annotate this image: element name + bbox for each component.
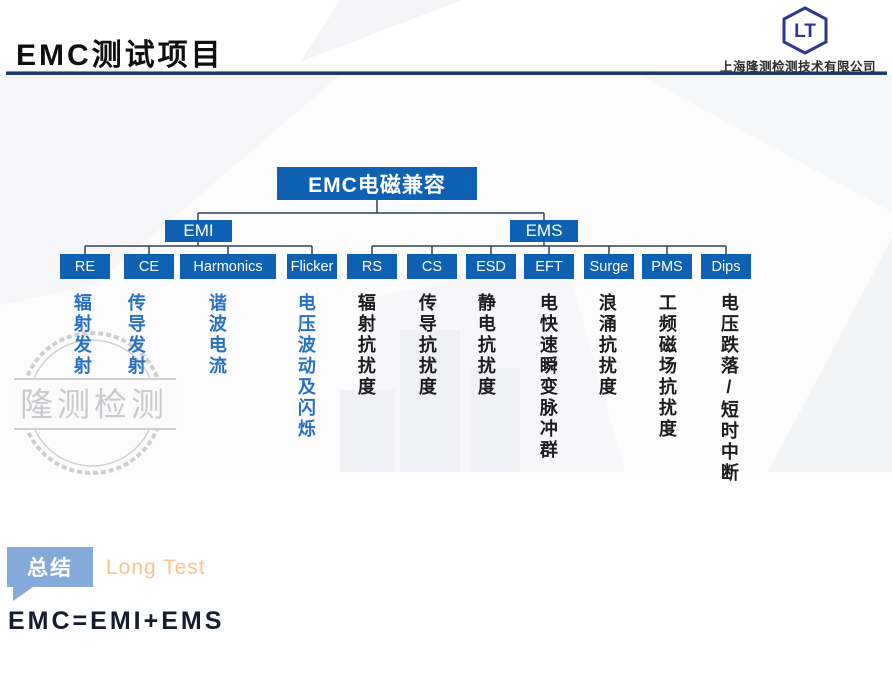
logo-monogram: LT <box>794 21 816 42</box>
summary-formula: EMC=EMI+EMS <box>8 607 225 635</box>
node-emi: EMI <box>165 220 232 242</box>
label-harmonics-cn: 谐波电流 <box>206 293 227 377</box>
node-flicker: Flicker <box>287 254 337 279</box>
brand-text: Long Test <box>106 556 206 579</box>
label-rs-cn: 辐射抗扰度 <box>355 293 376 398</box>
node-pms: PMS <box>642 254 692 279</box>
node-cs: CS <box>407 254 457 279</box>
watermark-text: 隆测检测 <box>20 386 168 423</box>
header-divider <box>6 71 887 75</box>
label-flicker-cn: 电压波动及闪烁 <box>295 293 316 440</box>
page-title: EMC测试项目 <box>16 39 224 72</box>
label-eft-cn: 电快速瞬变脉冲群 <box>537 293 558 461</box>
label-cs-cn: 传导抗扰度 <box>416 293 437 398</box>
node-surge: Surge <box>584 254 634 279</box>
company-name: 上海隆测检测技术有限公司 <box>719 60 876 74</box>
summary-badge: 总结 <box>7 547 93 601</box>
node-harmonics: Harmonics <box>180 254 276 279</box>
node-esd: ESD <box>466 254 516 279</box>
node-re: RE <box>60 254 110 279</box>
watermark-stamp: 隆测检测 <box>10 331 178 475</box>
label-pms-cn: 工频磁场抗扰度 <box>656 293 677 440</box>
node-dips: Dips <box>701 254 751 279</box>
company-logo-icon: LT <box>782 6 828 55</box>
node-rs: RS <box>347 254 397 279</box>
label-dips-cn: 电压跌落/短时中断 <box>718 293 739 484</box>
node-ce: CE <box>124 254 174 279</box>
node-eft: EFT <box>524 254 574 279</box>
label-ce-cn: 传导发射 <box>125 293 146 377</box>
node-ems: EMS <box>510 220 578 242</box>
node-emc-root: EMC电磁兼容 <box>277 167 477 200</box>
label-surge-cn: 浪涌抗扰度 <box>596 293 617 398</box>
label-re-cn: 辐射发射 <box>71 293 92 377</box>
label-esd-cn: 静电抗扰度 <box>475 293 496 398</box>
